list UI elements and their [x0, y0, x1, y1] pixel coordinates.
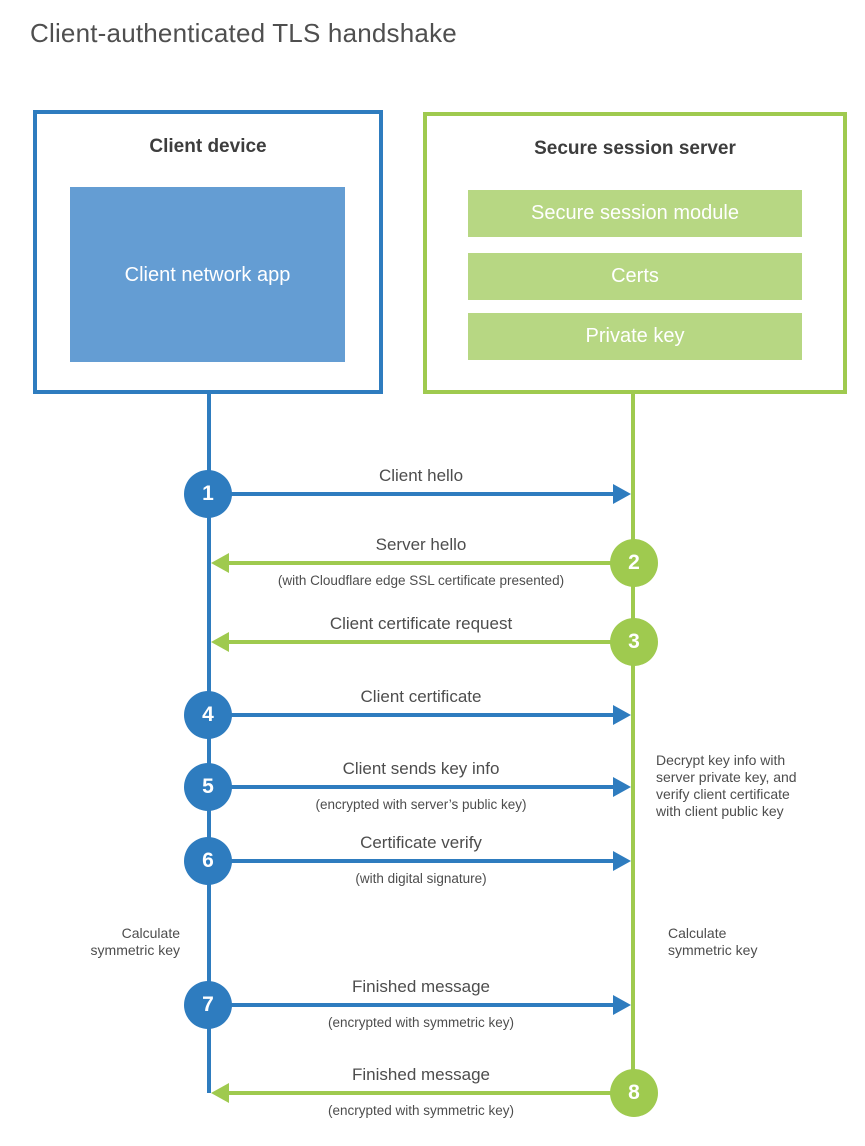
client-lifeline — [207, 394, 211, 1093]
message-sublabel: (with digital signature) — [355, 871, 487, 886]
arrow-line — [209, 785, 614, 789]
arrow-right-icon — [613, 777, 631, 797]
client-device-box: Client device Client network app — [33, 110, 383, 394]
step-number-badge: 6 — [184, 837, 232, 885]
server-module-certs: Certs — [468, 253, 802, 300]
arrow-line — [228, 1091, 633, 1095]
message-label: Client sends key info — [342, 759, 500, 778]
message-label: Client certificate request — [329, 614, 513, 633]
step-number-badge: 4 — [184, 691, 232, 739]
step-number-badge: 8 — [610, 1069, 658, 1117]
arrow-line — [228, 640, 633, 644]
arrow-line — [209, 1003, 614, 1007]
arrow-line — [228, 561, 633, 565]
message-sublabel: (encrypted with symmetric key) — [327, 1015, 515, 1030]
secure-session-server-box: Secure session server Secure session mod… — [423, 112, 847, 394]
message-sublabel: (encrypted with server’s public key) — [315, 797, 527, 812]
step-number-badge: 7 — [184, 981, 232, 1029]
page-title: Client-authenticated TLS handshake — [30, 18, 457, 48]
arrow-right-icon — [613, 484, 631, 504]
message-label: Finished message — [352, 977, 490, 996]
step-number-badge: 2 — [610, 539, 658, 587]
client-network-app-box: Client network app — [70, 187, 345, 362]
message-label: Client certificate — [360, 687, 482, 706]
server-lifeline — [631, 394, 635, 1093]
server-module-secure-session: Secure session module — [468, 190, 802, 237]
arrow-line — [209, 859, 614, 863]
step-number-badge: 1 — [184, 470, 232, 518]
note-decrypt-key-info: Decrypt key info with server private key… — [656, 752, 797, 819]
server-heading: Secure session server — [534, 138, 736, 159]
server-module-private-key: Private key — [468, 313, 802, 360]
step-number-badge: 5 — [184, 763, 232, 811]
message-sublabel: (encrypted with symmetric key) — [327, 1103, 515, 1118]
message-label: Server hello — [375, 535, 467, 554]
message-label: Finished message — [352, 1065, 490, 1084]
arrow-line — [209, 713, 614, 717]
note-calculate-symmetric-key-client: Calculate symmetric key — [90, 925, 180, 958]
arrow-right-icon — [613, 851, 631, 871]
arrow-right-icon — [613, 995, 631, 1015]
client-device-heading: Client device — [149, 136, 267, 157]
step-number-badge: 3 — [610, 618, 658, 666]
arrow-left-icon — [211, 632, 229, 652]
arrow-left-icon — [211, 553, 229, 573]
message-sublabel: (with Cloudflare edge SSL certificate pr… — [277, 573, 565, 588]
arrow-right-icon — [613, 705, 631, 725]
message-label: Certificate verify — [360, 833, 482, 852]
message-label: Client hello — [378, 466, 464, 485]
arrow-left-icon — [211, 1083, 229, 1103]
arrow-line — [209, 492, 614, 496]
note-calculate-symmetric-key-server: Calculate symmetric key — [668, 925, 758, 958]
